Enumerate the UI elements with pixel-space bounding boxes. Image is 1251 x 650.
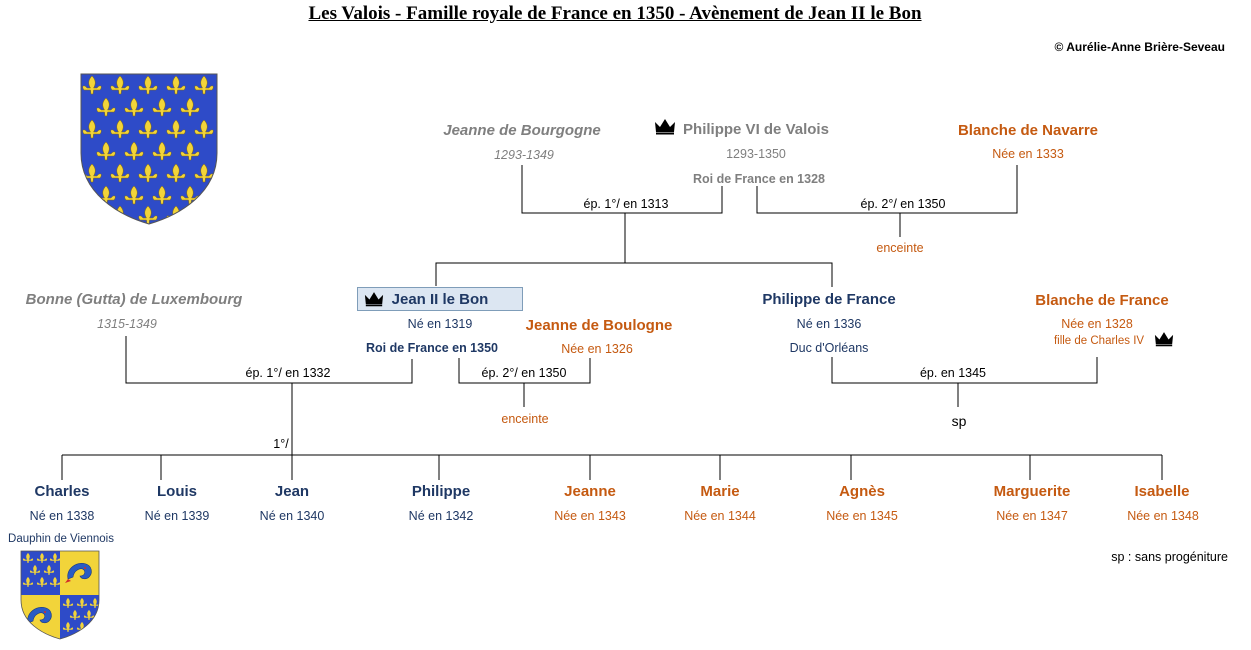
child-born-agnes: Née en 1345 bbox=[826, 509, 898, 523]
child-name-jean: Jean bbox=[274, 483, 310, 500]
child-name-marie: Marie bbox=[700, 483, 740, 500]
child-born-jean: Né en 1340 bbox=[259, 509, 325, 523]
person-bonne-de-luxembourg: Bonne (Gutta) de Luxembourg bbox=[25, 291, 243, 308]
dates-bonne-de-luxembourg: 1315-1349 bbox=[97, 317, 157, 331]
child-born-charles: Né en 1338 bbox=[29, 509, 95, 523]
born-blanche-de-france: Née en 1328 bbox=[1061, 317, 1133, 331]
child-name-isabelle: Isabelle bbox=[1134, 483, 1190, 500]
child-born-philippe: Né en 1342 bbox=[408, 509, 474, 523]
branch-label-1: 1°/ bbox=[273, 437, 289, 451]
connector-marriage-1313 bbox=[521, 165, 723, 214]
child-name-marguerite: Marguerite bbox=[993, 483, 1071, 500]
enceinte-label-2: enceinte bbox=[501, 412, 549, 426]
born-jean-ii: Né en 1319 bbox=[407, 317, 473, 331]
born-blanche-de-navarre: Née en 1333 bbox=[992, 147, 1064, 161]
child-born-jeanne: Née en 1343 bbox=[554, 509, 626, 523]
highlight-jean-ii bbox=[357, 287, 523, 311]
crown-icon bbox=[364, 292, 384, 307]
title-charles: Dauphin de Viennois bbox=[8, 533, 114, 545]
page-title: Les Valois - Famille royale de France en… bbox=[308, 3, 922, 24]
child-born-marie: Née en 1344 bbox=[684, 509, 756, 523]
person-jeanne-de-bourgogne: Jeanne de Bourgogne bbox=[443, 122, 601, 139]
marriage-label-1313: ép. 1°/ en 1313 bbox=[583, 197, 669, 211]
dates-jeanne-de-bourgogne: 1293-1349 bbox=[494, 148, 554, 162]
child-name-philippe: Philippe bbox=[411, 483, 471, 500]
child-name-agnes: Agnès bbox=[839, 483, 885, 500]
person-philippe-de-france: Philippe de France bbox=[762, 291, 896, 308]
marriage-label-1332: ép. 1°/ en 1332 bbox=[245, 366, 331, 380]
child-name-louis: Louis bbox=[157, 483, 197, 500]
marriage-label-1345: ép. en 1345 bbox=[919, 366, 987, 380]
child-name-jeanne: Jeanne bbox=[564, 483, 616, 500]
enceinte-label-1: enceinte bbox=[876, 241, 924, 255]
child-born-louis: Né en 1339 bbox=[144, 509, 210, 523]
marriage-label-1350: ép. 2°/ en 1350 bbox=[860, 197, 946, 211]
title-philippe-de-france: Duc d'Orléans bbox=[789, 341, 869, 355]
born-philippe-de-france: Né en 1336 bbox=[796, 317, 862, 331]
copyright: © Aurélie-Anne Brière-Seveau bbox=[1054, 40, 1225, 54]
person-jean-ii-le-bon: Jean II le Bon bbox=[391, 291, 489, 308]
person-jeanne-de-boulogne: Jeanne de Boulogne bbox=[525, 317, 673, 334]
marriage-label-1350b: ép. 2°/ en 1350 bbox=[481, 366, 567, 380]
title-jean-ii: Roi de France en 1350 bbox=[365, 341, 499, 355]
crown-icon bbox=[1154, 332, 1174, 347]
person-blanche-de-navarre: Blanche de Navarre bbox=[957, 122, 1099, 139]
crown-icon bbox=[655, 119, 675, 135]
person-philippe-vi: Philippe VI de Valois bbox=[683, 121, 829, 138]
title-philippe-vi: Roi de France en 1328 bbox=[692, 172, 826, 186]
dauphine-shield-icon bbox=[20, 550, 100, 640]
child-name-charles: Charles bbox=[34, 483, 90, 500]
dates-philippe-vi: 1293-1350 bbox=[726, 147, 786, 161]
child-born-marguerite: Née en 1347 bbox=[996, 509, 1068, 523]
legend-sp: sp : sans progéniture bbox=[1111, 550, 1228, 564]
france-shield-icon bbox=[80, 73, 218, 225]
connector-siblings-gen2 bbox=[435, 262, 833, 287]
connector-marriage-1345 bbox=[831, 357, 1098, 384]
child-born-isabelle: Née en 1348 bbox=[1127, 509, 1199, 523]
connector-marriage-1332 bbox=[125, 336, 413, 384]
connector-marriage-1350 bbox=[756, 165, 1018, 214]
note-blanche-de-france: fille de Charles IV bbox=[1053, 335, 1145, 347]
sp-label: sp bbox=[951, 413, 967, 429]
person-blanche-de-france: Blanche de France bbox=[1035, 292, 1169, 309]
born-jeanne-de-boulogne: Née en 1326 bbox=[561, 342, 633, 356]
